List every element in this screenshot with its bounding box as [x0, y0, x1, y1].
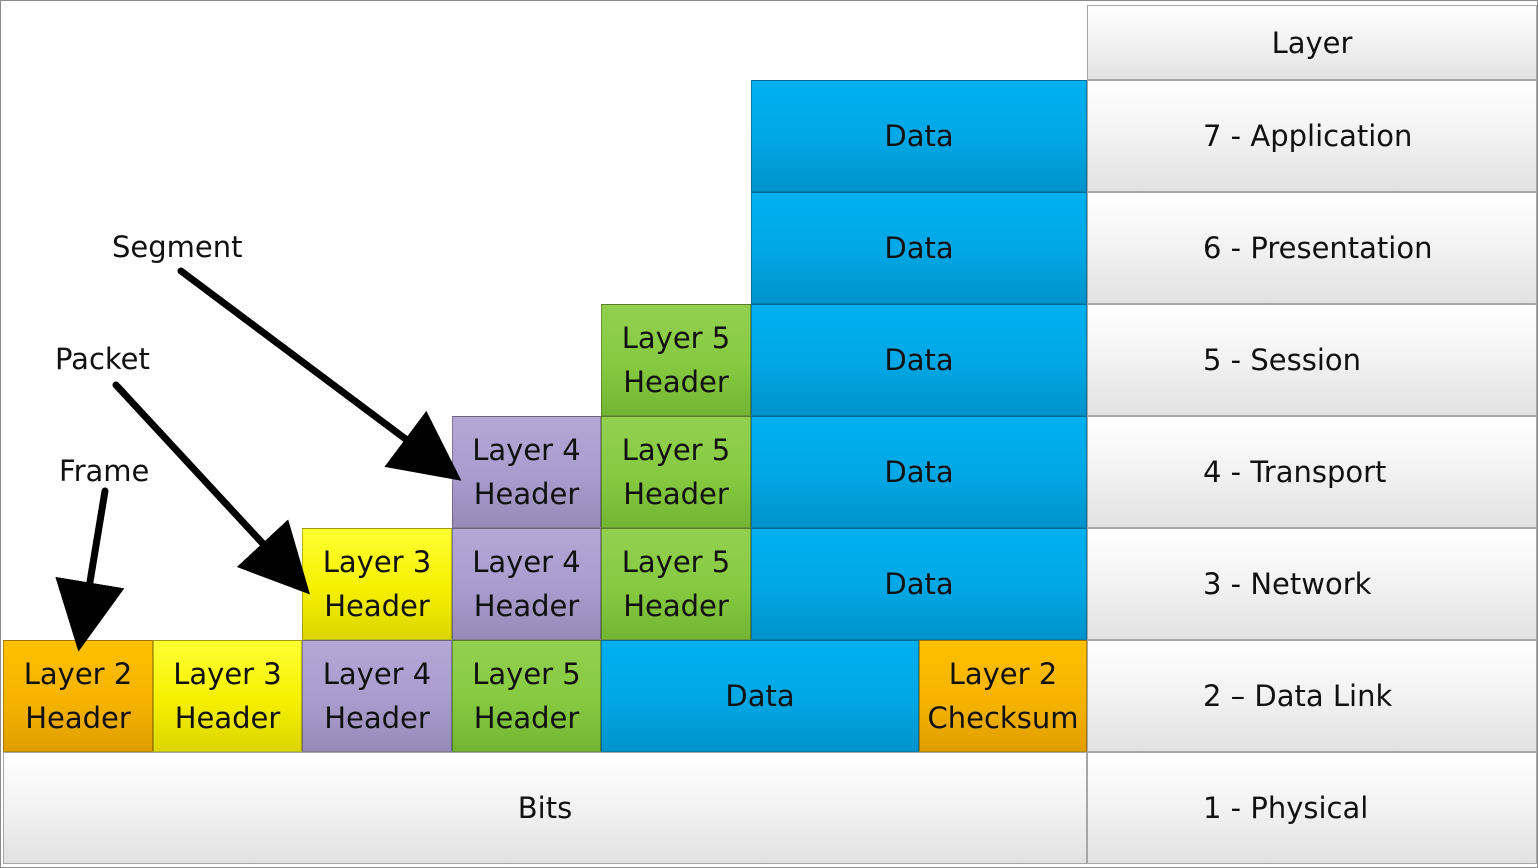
- layer-row-data-link: 2 – Data Link: [1087, 640, 1537, 752]
- transport-layer4-header: Layer 4 Header: [452, 416, 601, 528]
- layer-row-application: 7 - Application: [1087, 80, 1537, 192]
- frame-label: Frame: [59, 454, 150, 488]
- layer-column-header: Layer: [1087, 5, 1537, 80]
- datalink-layer4-header: Layer 4 Header: [302, 640, 452, 752]
- session-data-block: Data: [751, 304, 1087, 416]
- layer-row-physical: 1 - Physical: [1087, 752, 1537, 864]
- layer-row-presentation: 6 - Presentation: [1087, 192, 1537, 304]
- frame-arrow: [55, 487, 125, 652]
- datalink-layer2-checksum: Layer 2 Checksum: [919, 640, 1087, 752]
- layer-row-transport: 4 - Transport: [1087, 416, 1537, 528]
- packet-label: Packet: [55, 342, 150, 376]
- network-layer4-header: Layer 4 Header: [452, 528, 601, 640]
- layer-row-network: 3 - Network: [1087, 528, 1537, 640]
- network-layer3-header: Layer 3 Header: [302, 528, 452, 640]
- datalink-layer5-header: Layer 5 Header: [452, 640, 601, 752]
- network-layer5-header: Layer 5 Header: [601, 528, 751, 640]
- transport-layer5-header: Layer 5 Header: [601, 416, 751, 528]
- segment-label: Segment: [112, 230, 243, 264]
- session-layer5-header: Layer 5 Header: [601, 304, 751, 416]
- datalink-layer2-header: Layer 2 Header: [3, 640, 153, 752]
- datalink-data-block: Data: [601, 640, 919, 752]
- segment-arrow: [177, 267, 462, 481]
- physical-bits-block: Bits: [3, 752, 1087, 864]
- presentation-data-block: Data: [751, 192, 1087, 304]
- layer-row-session: 5 - Session: [1087, 304, 1537, 416]
- transport-data-block: Data: [751, 416, 1087, 528]
- network-data-block: Data: [751, 528, 1087, 640]
- datalink-layer3-header: Layer 3 Header: [153, 640, 302, 752]
- application-data-block: Data: [751, 80, 1087, 192]
